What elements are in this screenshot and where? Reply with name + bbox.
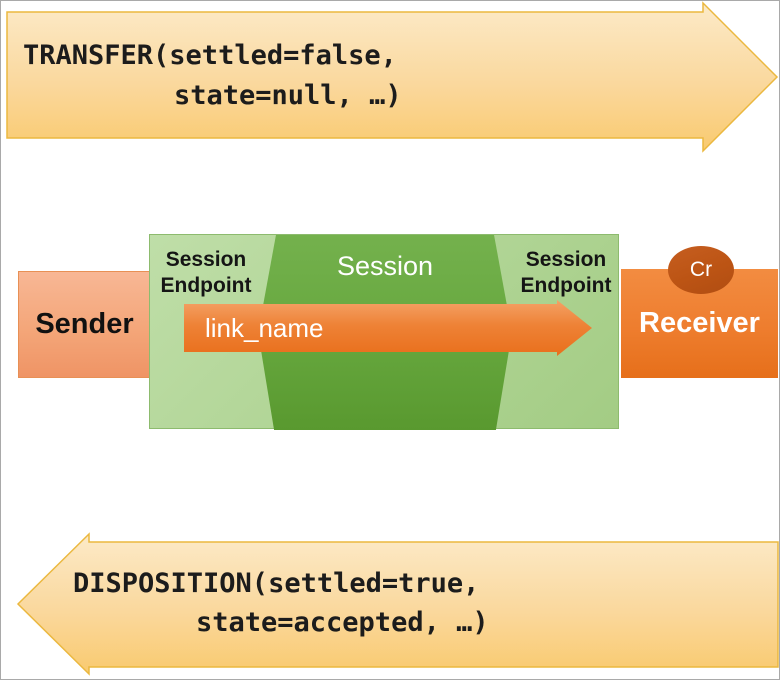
session-endpoint-right-line2: Endpoint <box>520 274 612 297</box>
disposition-arrow-shape <box>16 532 779 676</box>
session-endpoint-left-label: Session Endpoint <box>150 247 262 299</box>
session-endpoint-right-line1: Session <box>525 248 607 271</box>
transfer-arrow <box>6 1 779 153</box>
disposition-label-line2: state=accepted, …) <box>196 607 489 638</box>
sender-label: Sender <box>35 308 134 340</box>
session-endpoint-right-label: Session Endpoint <box>506 247 626 299</box>
link-name-label: link_name <box>205 313 324 343</box>
sender-box: Sender <box>18 271 151 378</box>
transfer-label-line1: TRANSFER(settled=false, <box>23 40 397 71</box>
transfer-label-line2: state=null, …) <box>174 80 402 111</box>
session-endpoint-left-line2: Endpoint <box>160 274 252 297</box>
credit-badge-label: Cr <box>689 258 713 281</box>
credit-badge: Cr <box>668 246 734 294</box>
transfer-arrow-shape <box>6 1 779 153</box>
session-endpoint-left-line1: Session <box>165 248 247 271</box>
link-arrow-shape <box>184 300 592 356</box>
session-title: Session <box>336 251 434 281</box>
receiver-label: Receiver <box>639 307 760 339</box>
disposition-label-line1: DISPOSITION(settled=true, <box>73 568 480 599</box>
link-arrow <box>184 300 592 356</box>
disposition-arrow <box>16 532 779 676</box>
